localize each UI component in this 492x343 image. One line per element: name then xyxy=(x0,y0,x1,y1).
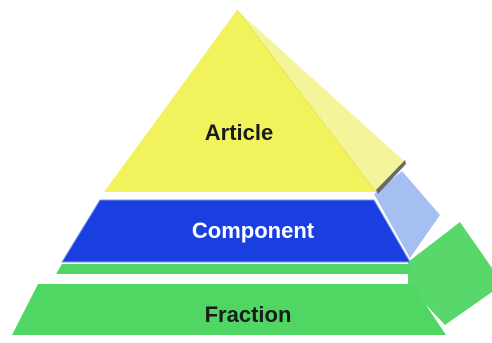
fraction-layer-top-band xyxy=(56,264,412,274)
article-layer-ridge xyxy=(236,9,377,193)
fraction-layer-side xyxy=(408,222,492,325)
article-layer-label: Article xyxy=(205,120,273,145)
article-layer-side xyxy=(237,10,405,192)
fraction-layer-face xyxy=(12,284,446,335)
component-layer-side xyxy=(374,171,440,258)
fraction-layer-label: Fraction xyxy=(205,302,292,327)
pyramid-layer-component: Component xyxy=(61,171,440,263)
component-layer-label: Component xyxy=(192,218,315,243)
pyramid-layer-article: Article xyxy=(104,9,406,194)
article-layer-face xyxy=(104,10,376,192)
component-layer-face xyxy=(61,199,411,263)
article-layer-edge xyxy=(376,160,406,194)
pyramid-layer-fraction: Fraction xyxy=(12,222,492,335)
